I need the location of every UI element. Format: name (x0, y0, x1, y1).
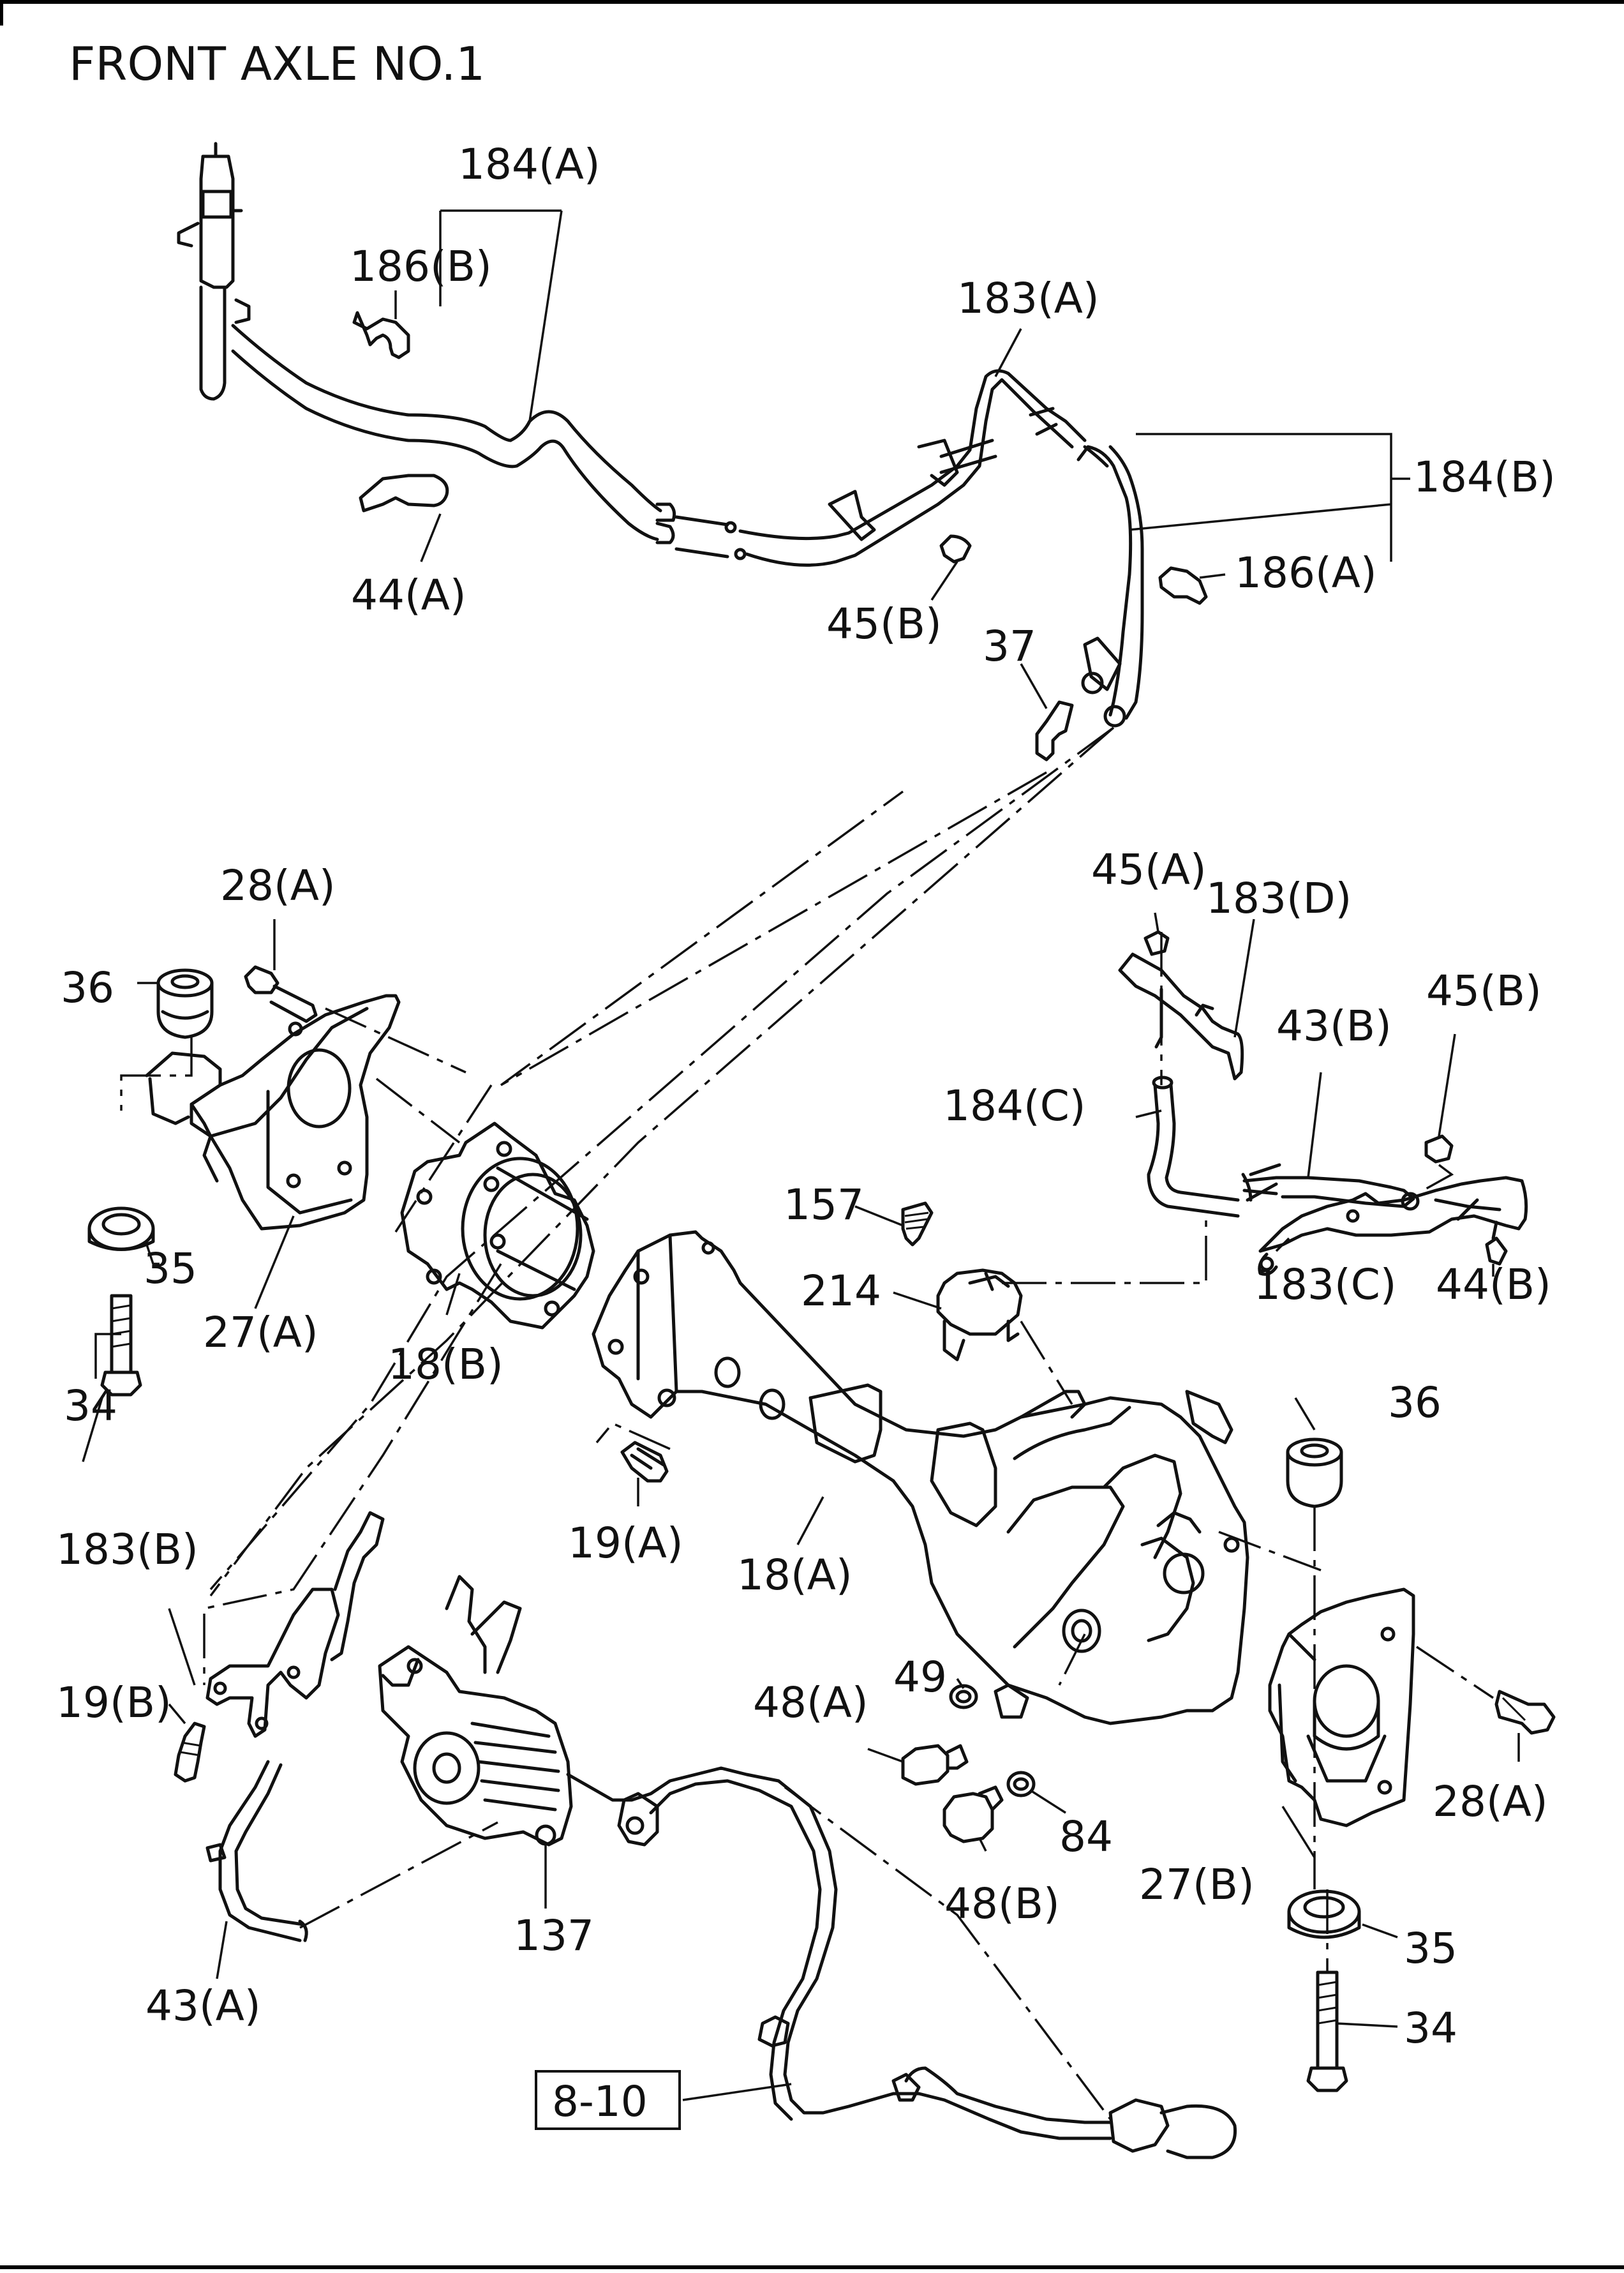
bolt-19B (174, 1722, 206, 1783)
reference-box-frame (535, 2070, 681, 2130)
label-137: 137 (514, 1911, 594, 1960)
fitting-157 (901, 1201, 934, 1247)
label-28A-right: 28(A) (1433, 1777, 1548, 1826)
pipe-183C (1258, 1176, 1528, 1276)
label-45B-top: 45(B) (826, 599, 942, 649)
plug-45B-right (1424, 1134, 1454, 1164)
label-45B-right: 45(B) (1426, 966, 1542, 1016)
hose-43A (205, 1760, 308, 1942)
label-186A: 186(A) (1235, 548, 1377, 597)
label-43B: 43(B) (1276, 1001, 1392, 1051)
label-84: 84 (1059, 1812, 1113, 1861)
bushing-36-left (156, 968, 214, 1039)
label-18B: 18(B) (388, 1340, 503, 1389)
axle-housing-18A (592, 1230, 1249, 1725)
label-37: 37 (983, 622, 1036, 671)
label-157: 157 (784, 1180, 864, 1229)
label-27A: 27(A) (203, 1308, 318, 1357)
mount-35-right (1287, 1889, 1361, 1939)
label-184A: 184(A) (458, 140, 600, 189)
breather-hose-184A (231, 324, 676, 544)
label-27B: 27(B) (1139, 1860, 1255, 1909)
plug-45A (1144, 930, 1170, 956)
label-49: 49 (893, 1653, 947, 1702)
centerlines (120, 726, 1494, 2120)
label-34-left: 34 (64, 1381, 117, 1430)
label-19B: 19(B) (56, 1678, 172, 1727)
label-28A-left: 28(A) (220, 861, 336, 910)
label-35-left: 35 (144, 1244, 197, 1293)
bolt-34-left (100, 1294, 142, 1397)
cable-tie-44A (359, 474, 449, 513)
clip-44B (1485, 1220, 1508, 1266)
label-184C: 184(C) (943, 1081, 1086, 1130)
callout-labels: 184(A) 186(B) 183(A) 184(B) 186(A) 44(A)… (56, 140, 1556, 2053)
label-183A: 183(A) (957, 274, 1099, 323)
label-48B: 48(B) (944, 1879, 1060, 1928)
plug-45B-top (939, 534, 972, 564)
label-36-right: 36 (1388, 1378, 1441, 1427)
frame-left-tick (0, 0, 3, 26)
clip-186B (352, 311, 410, 359)
bracket-27A (145, 994, 401, 1231)
label-44A: 44(A) (351, 571, 466, 620)
label-184B: 184(B) (1413, 453, 1556, 502)
label-43A: 43(A) (145, 1981, 261, 2030)
label-48A: 48(A) (753, 1678, 868, 1727)
frame-bottom-border (0, 2265, 1624, 2269)
bolt-28A-left (244, 965, 318, 1023)
hose-184B (1076, 445, 1144, 728)
diagram-title: FRONT AXLE NO.1 (69, 37, 486, 91)
washer-49 (949, 1684, 978, 1709)
label-36-left: 36 (61, 963, 114, 1012)
label-19A: 19(A) (568, 1519, 683, 1568)
label-183D: 183(D) (1206, 874, 1352, 923)
mount-35-left (87, 1206, 155, 1251)
washer-84 (1006, 1771, 1036, 1797)
bushing-36-right (1286, 1437, 1343, 1508)
bolt-28A-right (1494, 1690, 1556, 1735)
label-34-right: 34 (1404, 2004, 1457, 2053)
bolt-34-right (1306, 1970, 1348, 2092)
label-18A: 18(A) (737, 1550, 853, 1600)
bolt-19A (620, 1441, 669, 1483)
axle-flange-18B (400, 1121, 595, 1330)
hose-184C (1147, 1076, 1240, 1218)
actuator-137 (378, 1575, 573, 1847)
label-35-right: 35 (1404, 1924, 1457, 1973)
bracket-27B (1268, 1587, 1415, 1827)
leader-lines (82, 209, 1520, 2101)
reference-box-label: 8-10 (552, 2077, 648, 2126)
label-44B: 44(B) (1436, 1260, 1551, 1309)
plug-48A (901, 1744, 969, 1786)
label-45A: 45(A) (1091, 845, 1207, 894)
label-186B: 186(B) (350, 242, 492, 291)
plug-48B (942, 1785, 1004, 1843)
pipe-183B (205, 1511, 385, 1738)
frame-top-border (0, 0, 1624, 4)
breather-valve (177, 142, 251, 401)
wiring-harness (566, 1766, 1237, 2159)
label-183B: 183(B) (56, 1525, 198, 1574)
clip-186A (1158, 566, 1208, 605)
label-214: 214 (801, 1266, 881, 1316)
breather-pipes (674, 369, 1087, 567)
bracket-214 (936, 1268, 1023, 1362)
pipe-183D (1118, 952, 1244, 1081)
label-183C: 183(C) (1254, 1260, 1397, 1309)
connector-37 (1035, 700, 1074, 761)
